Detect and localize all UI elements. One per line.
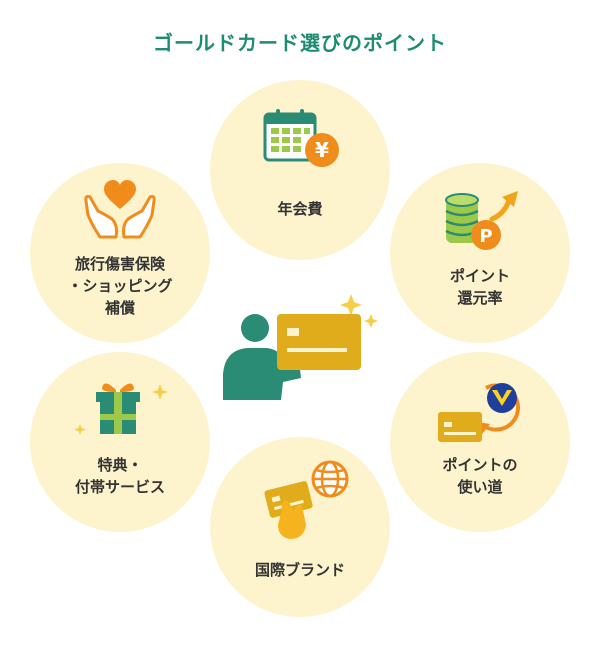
diagram-title: ゴールドカード選びのポイント xyxy=(153,31,447,55)
label-line: 旅行傷害保険 xyxy=(74,255,165,273)
person-with-gold-card-icon xyxy=(223,294,378,400)
gift-box-icon xyxy=(74,383,168,435)
label-line: 使い道 xyxy=(457,478,503,496)
label-line: 特典・ xyxy=(97,456,143,474)
label-line: 補償 xyxy=(104,299,135,317)
svg-text:P: P xyxy=(479,226,492,247)
point-usage: ポイントの 使い道 xyxy=(390,352,570,532)
hands-heart-icon xyxy=(84,180,156,239)
hand-card-globe-icon xyxy=(264,460,349,539)
point-annual-fee: ¥ 年会費 xyxy=(210,80,390,260)
coin-stack-arrow-icon: P xyxy=(445,191,518,250)
calendar-yen-icon: ¥ xyxy=(263,109,339,167)
label-line: ポイントの xyxy=(442,456,518,474)
point-benefits-services: 特典・ 付帯サービス xyxy=(30,352,210,532)
label-line: ポイント xyxy=(449,267,510,285)
point-reward-rate: P ポイント 還元率 xyxy=(390,163,570,343)
point-international-brand: 国際ブランド xyxy=(210,437,390,617)
label-line: 国際ブランド xyxy=(254,561,345,579)
card-cycle-icon xyxy=(438,383,520,442)
svg-text:¥: ¥ xyxy=(315,138,329,162)
point-travel-shopping-insurance: 旅行傷害保険 ・ショッピング 補償 xyxy=(30,163,210,343)
label-line: ・ショッピング xyxy=(67,277,173,295)
label-line: 還元率 xyxy=(457,289,503,307)
label-line: 付帯サービス xyxy=(74,478,165,496)
label-line: 年会費 xyxy=(277,200,323,218)
